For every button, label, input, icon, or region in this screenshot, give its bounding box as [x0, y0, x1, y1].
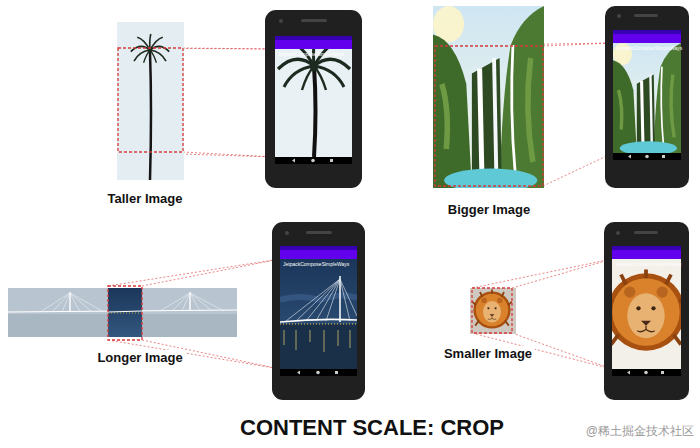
image-caption-holder: Smaller Image	[441, 344, 535, 362]
image-caption: Bigger Image	[445, 202, 533, 217]
image-caption: Smaller Image	[441, 346, 535, 361]
watermark-holder: @稀土掘金技术社区	[583, 421, 697, 439]
diagram-title: CONTENT SCALE: CROP	[237, 416, 507, 440]
diagram-title-holder: CONTENT SCALE: CROP	[237, 416, 507, 440]
app-bar-title-holder: JetpackComposeSimpleWays	[283, 252, 349, 270]
image-caption-holder: Taller Image	[105, 189, 186, 207]
image-caption-holder: Bigger Image	[445, 200, 533, 218]
app-bar-title: JetpackComposeSimpleWays	[616, 46, 682, 51]
app-bar-title-holder: JetpackComposeSimpleWays	[616, 36, 682, 54]
app-bar-title-holder: JetpackComposeSimpleWays	[278, 42, 344, 60]
app-bar-title: JetpackComposeSimpleWays	[615, 262, 681, 267]
app-bar-title: JetpackComposeSimpleWays	[278, 52, 344, 57]
app-bar-title-holder: JetpackComposeSimpleWays	[615, 252, 681, 270]
app-bar-title: JetpackComposeSimpleWays	[283, 262, 349, 267]
image-caption: Longer Image	[94, 350, 185, 365]
watermark: @稀土掘金技术社区	[583, 424, 697, 438]
image-caption-holder: Longer Image	[94, 348, 185, 366]
image-caption: Taller Image	[105, 191, 186, 206]
